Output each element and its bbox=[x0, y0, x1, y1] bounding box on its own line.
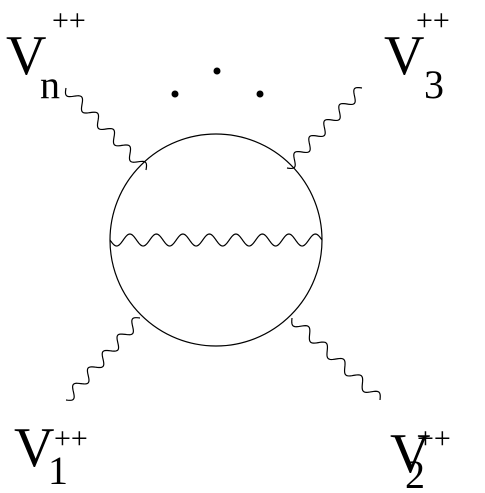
label-v3: V 3 ++ bbox=[384, 4, 450, 107]
label-v2-sub: 2 bbox=[405, 452, 425, 493]
external-leg-v2 bbox=[291, 317, 381, 401]
ellipsis-dot bbox=[171, 90, 179, 98]
label-vn-sub: n bbox=[40, 62, 60, 107]
ellipsis-dot bbox=[213, 67, 221, 75]
label-v1-sub: 1 bbox=[48, 448, 68, 493]
external-leg-vn bbox=[64, 87, 148, 171]
label-vn: V n ++ bbox=[6, 4, 86, 107]
ellipsis-dot bbox=[256, 90, 264, 98]
internal-wavy-propagator bbox=[109, 233, 323, 247]
ellipsis-dots bbox=[171, 67, 264, 98]
external-leg-v3 bbox=[286, 86, 363, 170]
label-v2-sup: ++ bbox=[417, 422, 451, 455]
label-v2-main: V bbox=[390, 423, 430, 485]
label-v1-sup: ++ bbox=[54, 422, 88, 455]
label-v3-sup: ++ bbox=[416, 4, 450, 37]
label-v2: V 2 ++ bbox=[390, 422, 451, 493]
label-v1-main: V bbox=[14, 417, 54, 479]
label-vn-main: V bbox=[6, 25, 46, 87]
label-vn-sup: ++ bbox=[52, 4, 86, 37]
external-leg-v1 bbox=[65, 317, 141, 401]
label-v3-main: V bbox=[384, 25, 424, 87]
label-v3-sub: 3 bbox=[424, 62, 444, 107]
label-v1: V 1 ++ bbox=[14, 417, 88, 493]
